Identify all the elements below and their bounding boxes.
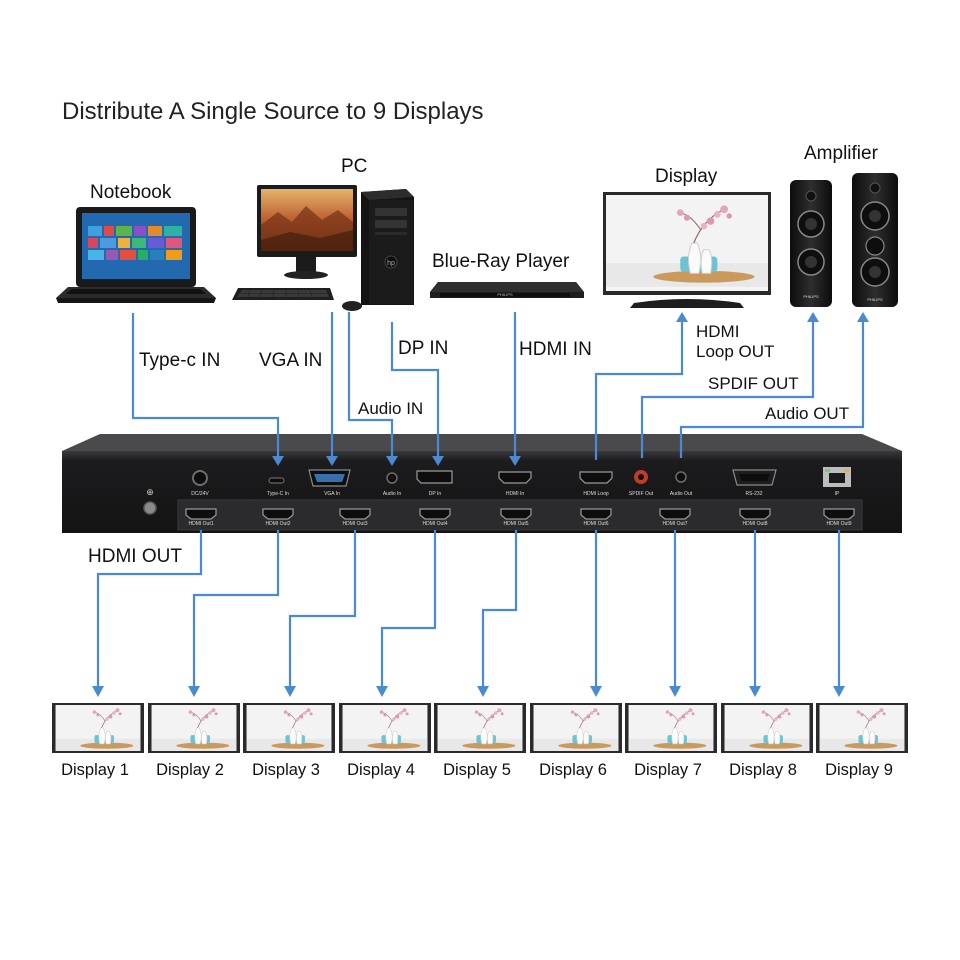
port-label-dp: DP In [428, 491, 442, 497]
output-displays [52, 703, 908, 753]
hdmi-out-port-5 [500, 508, 532, 520]
port-label-hdmi-in: HDMI In [505, 491, 525, 497]
port-label-audio-in: Audio In [382, 491, 402, 497]
arrowheads-upper [272, 312, 869, 466]
spdif-out-label: SPDIF OUT [708, 374, 799, 393]
notebook-icon [56, 207, 216, 303]
dp-in-label: DP IN [398, 338, 449, 359]
port-label-ip: IP [834, 491, 840, 497]
display-icon [603, 192, 771, 308]
hdmi-out-label-8: HDMI Out8 [742, 521, 768, 527]
hdmi-out-port-3 [339, 508, 371, 520]
hdmi-loop-out-label-1: HDMI [696, 322, 740, 341]
hdmi-out-label: HDMI OUT [88, 546, 182, 567]
hdmi-out-label-6: HDMI Out6 [583, 521, 609, 527]
speaker-left-brand: PHILIPS [803, 294, 819, 299]
distributor-device: ⊕ [62, 434, 902, 533]
display-label-2: Display 2 [156, 761, 224, 779]
hdmi-out-port-9 [823, 508, 855, 520]
hdmi-out-label-5: HDMI Out5 [503, 521, 529, 527]
display-label-6: Display 6 [539, 761, 607, 779]
connection-lines-hdmi-out [96, 530, 841, 690]
hdmi-out-label-1: HDMI Out1 [188, 521, 214, 527]
connection-lines-upper [131, 312, 865, 460]
display-label-7: Display 7 [634, 761, 702, 779]
output-display-5 [434, 703, 526, 753]
pc-icon: hp [232, 185, 414, 311]
hdmi-loop-out-label-2: Loop OUT [696, 342, 775, 361]
hdmi-out-label-9: HDMI Out9 [826, 521, 852, 527]
display-label-1: Display 1 [61, 761, 129, 779]
port-label-rs232: RS-232 [745, 491, 763, 497]
audio-in-label: Audio IN [358, 399, 424, 418]
hdmi-out-ports [185, 508, 855, 520]
port-label-hdmi-loop: HDMI Loop [583, 491, 609, 497]
display-label-5: Display 5 [443, 761, 511, 779]
display-label-9: Display 9 [825, 761, 893, 779]
output-display-7 [625, 703, 717, 753]
typec-in-label: Type-c IN [139, 350, 221, 371]
speaker-right-brand: PHILIPS [867, 297, 883, 302]
svg-text:⊕: ⊕ [146, 487, 154, 497]
diagram-title: Distribute A Single Source to 9 Displays [62, 98, 484, 125]
notebook-label: Notebook [90, 182, 172, 203]
speaker-left-icon: PHILIPS [790, 180, 832, 307]
display-label-3: Display 3 [252, 761, 320, 779]
hdmi-out-label-4: HDMI Out4 [422, 521, 448, 527]
speaker-right-icon: PHILIPS [852, 173, 898, 307]
port-label-dc: DC/24V [191, 491, 209, 497]
hdmi-out-label-3: HDMI Out3 [342, 521, 368, 527]
hdmi-out-port-6 [580, 508, 612, 520]
hdmi-out-label-2: HDMI Out2 [265, 521, 291, 527]
hdmi-out-port-1 [185, 508, 217, 520]
amplifier-label: Amplifier [804, 143, 878, 164]
port-label-vga: VGA In [324, 491, 340, 497]
output-display-9 [816, 703, 908, 753]
hdmi-out-port-8 [739, 508, 771, 520]
arrowheads-hdmi-out [92, 686, 845, 697]
hdmi-out-port-2 [262, 508, 294, 520]
pc-label: PC [341, 156, 368, 177]
hdmi-out-port-4 [419, 508, 451, 520]
output-display-4 [339, 703, 431, 753]
hdmi-out-label-7: HDMI Out7 [662, 521, 688, 527]
bluray-brand: PHILIPS [497, 292, 513, 297]
hdmi-in-label: HDMI IN [519, 339, 592, 360]
output-display-3 [243, 703, 335, 753]
output-display-2 [148, 703, 240, 753]
display-label: Display [655, 166, 718, 187]
port-label-audio-out: Audio Out [669, 491, 693, 497]
display-label-8: Display 8 [729, 761, 797, 779]
output-display-8 [721, 703, 813, 753]
port-label-spdif: SPDIF Out [628, 491, 654, 497]
port-label-typec: Type-C In [267, 491, 289, 497]
bluray-label: Blue-Ray Player [432, 251, 570, 272]
bluray-player-icon: PHILIPS [430, 282, 584, 298]
display-label-4: Display 4 [347, 761, 415, 779]
hdmi-out-port-7 [659, 508, 691, 520]
output-display-6 [530, 703, 622, 753]
audio-out-label: Audio OUT [765, 404, 850, 423]
vga-in-label: VGA IN [259, 350, 323, 371]
svg-text:hp: hp [387, 260, 395, 267]
output-display-1 [52, 703, 144, 753]
